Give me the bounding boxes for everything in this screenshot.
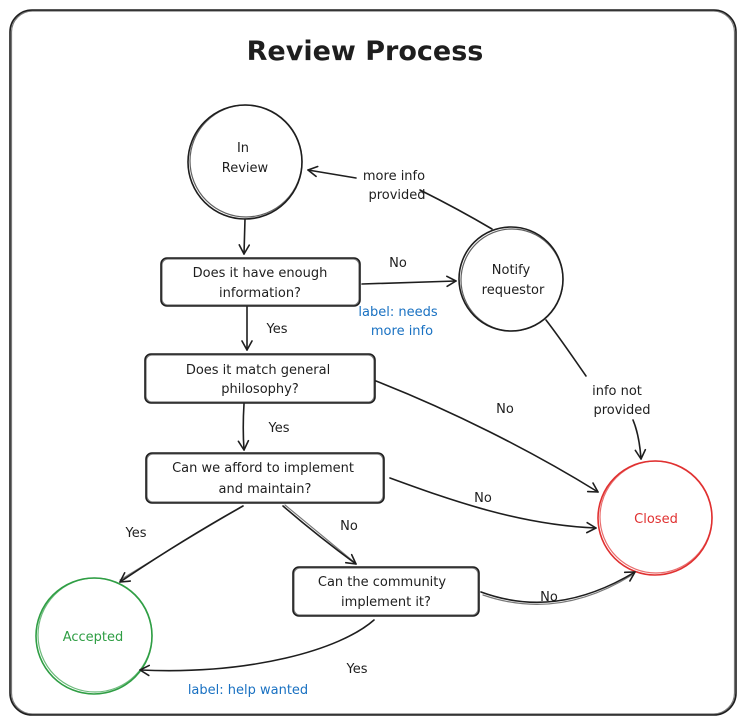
- diagram-title: Review Process: [247, 36, 484, 67]
- edge-enough-info-to-philosophy: Yes: [241, 306, 288, 351]
- edge-label-enough-yes: Yes: [266, 322, 288, 337]
- node-afford-implement-line-1: Can we afford to implement: [172, 461, 354, 476]
- edge-afford-to-community: No: [282, 504, 358, 565]
- label-needs-more-info-line-1: label: needs: [358, 305, 437, 320]
- edge-philosophy-to-closed: No: [375, 380, 599, 493]
- edge-label-more-info-provided-1: more info: [363, 169, 425, 184]
- node-match-philosophy: Does it match general philosophy?: [144, 353, 376, 404]
- node-closed: Closed: [597, 460, 713, 576]
- node-afford-implement: Can we afford to implement and maintain?: [145, 452, 385, 504]
- label-help-wanted: label: help wanted: [188, 683, 308, 698]
- diagram-frame: [9, 9, 737, 716]
- node-closed-label: Closed: [634, 512, 678, 527]
- edge-label-community-no: No: [540, 590, 558, 605]
- edge-afford-to-accepted: Yes: [119, 505, 244, 583]
- edge-label-info-not-provided-1: info not: [592, 384, 642, 399]
- node-enough-information-line-1: Does it have enough: [193, 266, 328, 281]
- label-needs-more-info: label: needs more info: [358, 305, 437, 339]
- node-accepted: Accepted: [35, 577, 153, 695]
- edge-notify-to-review: more info provided: [307, 165, 493, 230]
- node-community-implement-line-2: implement it?: [341, 595, 431, 610]
- edge-enough-info-to-notify: No: [361, 256, 457, 288]
- node-enough-information-line-2: information?: [219, 286, 301, 301]
- node-match-philosophy-line-1: Does it match general: [186, 363, 330, 378]
- edge-label-afford-yes: Yes: [125, 526, 147, 541]
- node-accepted-label: Accepted: [63, 630, 124, 645]
- edge-label-afford-no-community: No: [340, 519, 358, 534]
- edge-notify-to-closed: info not provided: [545, 319, 651, 460]
- edge-label-info-not-provided-2: provided: [593, 403, 650, 418]
- node-in-review: In Review: [187, 104, 303, 220]
- node-afford-implement-line-2: and maintain?: [219, 482, 312, 497]
- node-notify-requestor-line-1: Notify: [492, 263, 531, 278]
- edge-philosophy-to-afford: Yes: [237, 403, 290, 451]
- edge-community-to-accepted: Yes: [139, 619, 375, 677]
- edge-community-to-closed: No: [480, 571, 636, 605]
- node-enough-information: Does it have enough information?: [160, 257, 361, 307]
- edge-label-philosophy-no: No: [496, 402, 514, 417]
- edge-review-to-enough-info: [238, 218, 251, 255]
- node-community-implement: Can the community implement it?: [292, 566, 480, 617]
- node-in-review-line-2: Review: [222, 161, 269, 176]
- edge-label-afford-no-closed: No: [474, 491, 492, 506]
- edge-afford-to-closed: No: [389, 477, 597, 534]
- edge-label-more-info-provided-2: provided: [368, 188, 425, 203]
- edge-label-community-yes: Yes: [346, 662, 368, 677]
- node-community-implement-line-1: Can the community: [318, 575, 446, 590]
- node-in-review-line-1: In: [237, 141, 249, 156]
- edge-label-philosophy-yes: Yes: [268, 421, 290, 436]
- node-match-philosophy-line-2: philosophy?: [221, 382, 298, 397]
- edge-label-enough-no: No: [389, 256, 407, 271]
- node-notify-requestor: Notify requestor: [458, 226, 564, 332]
- node-notify-requestor-line-2: requestor: [482, 283, 545, 298]
- label-needs-more-info-line-2: more info: [371, 324, 433, 339]
